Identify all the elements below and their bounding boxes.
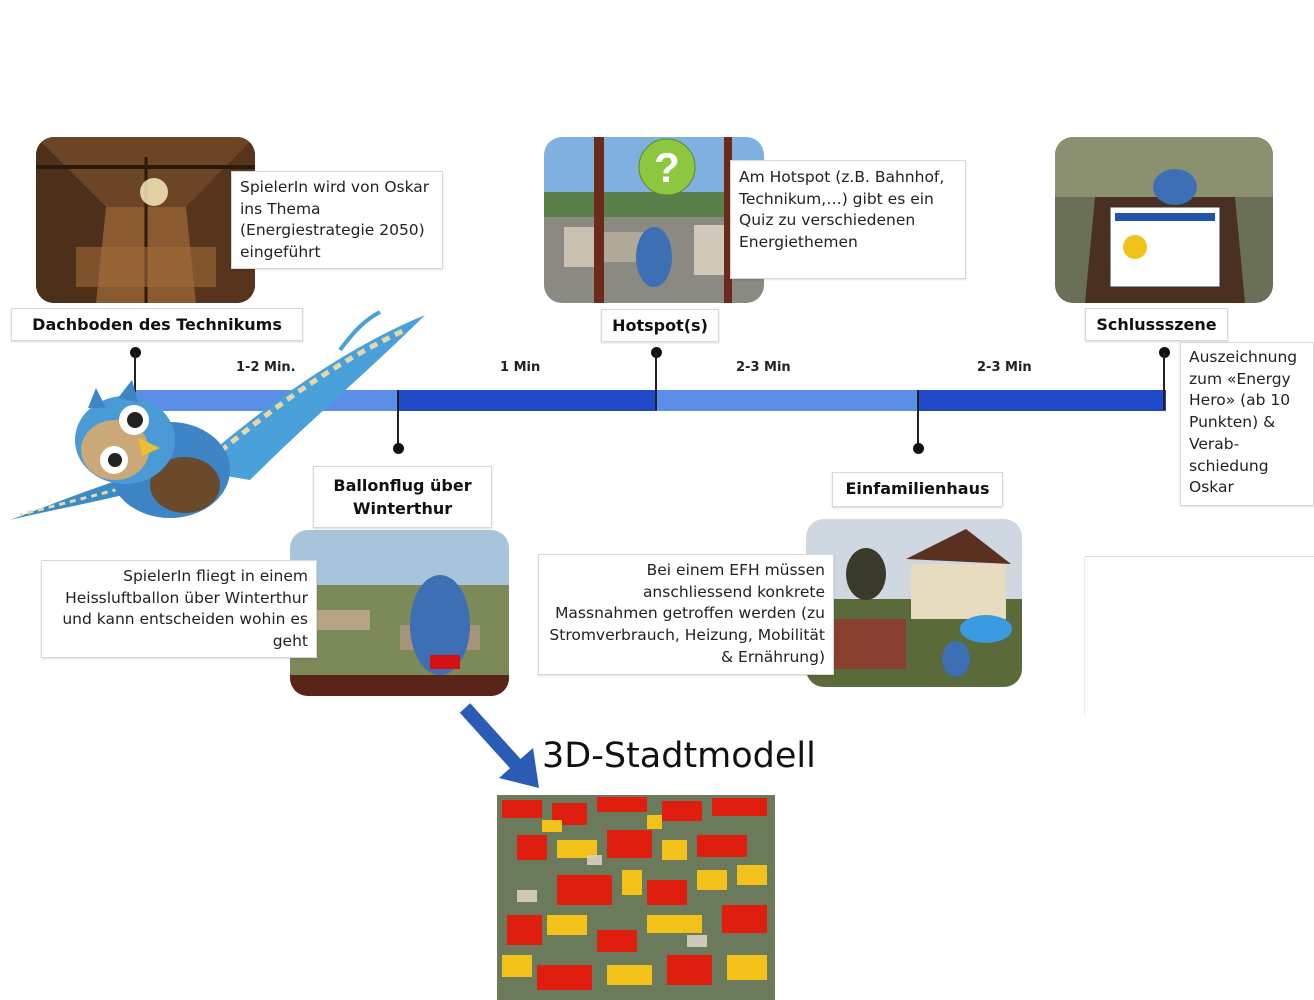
einfamilienhaus-photo <box>806 519 1022 687</box>
timeline-segment-3 <box>657 390 919 411</box>
duration-4: 2-3 Min <box>977 360 1032 375</box>
pin-line-hotspot <box>655 352 657 410</box>
arrow-down-right-icon <box>455 700 555 800</box>
description-einfamilienhaus: Bei einem EFH müssen anschliessend konkr… <box>538 554 834 675</box>
pin-line-schlussszene <box>1163 352 1165 410</box>
timeline-segment-4 <box>919 390 1166 411</box>
label-hotspot: Hotspot(s) <box>601 309 719 342</box>
question-mark-icon: ? <box>638 138 696 200</box>
duration-3: 2-3 Min <box>736 360 791 375</box>
ballonflug-photo <box>290 530 509 696</box>
label-einfamilienhaus: Einfamilienhaus <box>832 472 1003 507</box>
pin-line-einfamilienhaus <box>917 390 919 448</box>
stadtmodell-image <box>497 795 775 1000</box>
description-hotspot: Am Hotspot (z.B. Bahnhof, Technikum,…) g… <box>730 160 966 279</box>
owl-mascot <box>10 310 430 530</box>
divider-line <box>1085 556 1314 557</box>
description-schlussszene: Auszeichnung zum «Energy Hero» (ab 10 Pu… <box>1180 342 1314 506</box>
label-dachboden: Dachboden des Technikums <box>11 308 303 341</box>
timeline-segment-2 <box>398 390 657 411</box>
description-dachboden: SpielerIn wird von Oskar ins Thema (Ener… <box>231 171 443 269</box>
label-ballonflug: Ballonflug über Winterthur <box>313 466 492 528</box>
schlussszene-photo <box>1055 137 1273 303</box>
dachboden-photo <box>36 137 255 303</box>
description-ballonflug: SpielerIn fliegt in einem Heissluftballo… <box>41 560 317 658</box>
label-schlussszene: Schlussszene <box>1085 308 1228 341</box>
duration-2: 1 Min <box>500 360 541 375</box>
stadtmodell-title: 3D-Stadtmodell <box>542 736 816 776</box>
pin-dot-ballonflug <box>393 443 404 454</box>
pin-dot-einfamilienhaus <box>913 443 924 454</box>
divider-vertical <box>1084 556 1085 716</box>
pin-line-dachboden <box>134 352 136 392</box>
pin-line-ballonflug <box>397 390 399 448</box>
duration-1: 1-2 Min. <box>236 360 296 375</box>
svg-text:?: ? <box>654 144 680 191</box>
